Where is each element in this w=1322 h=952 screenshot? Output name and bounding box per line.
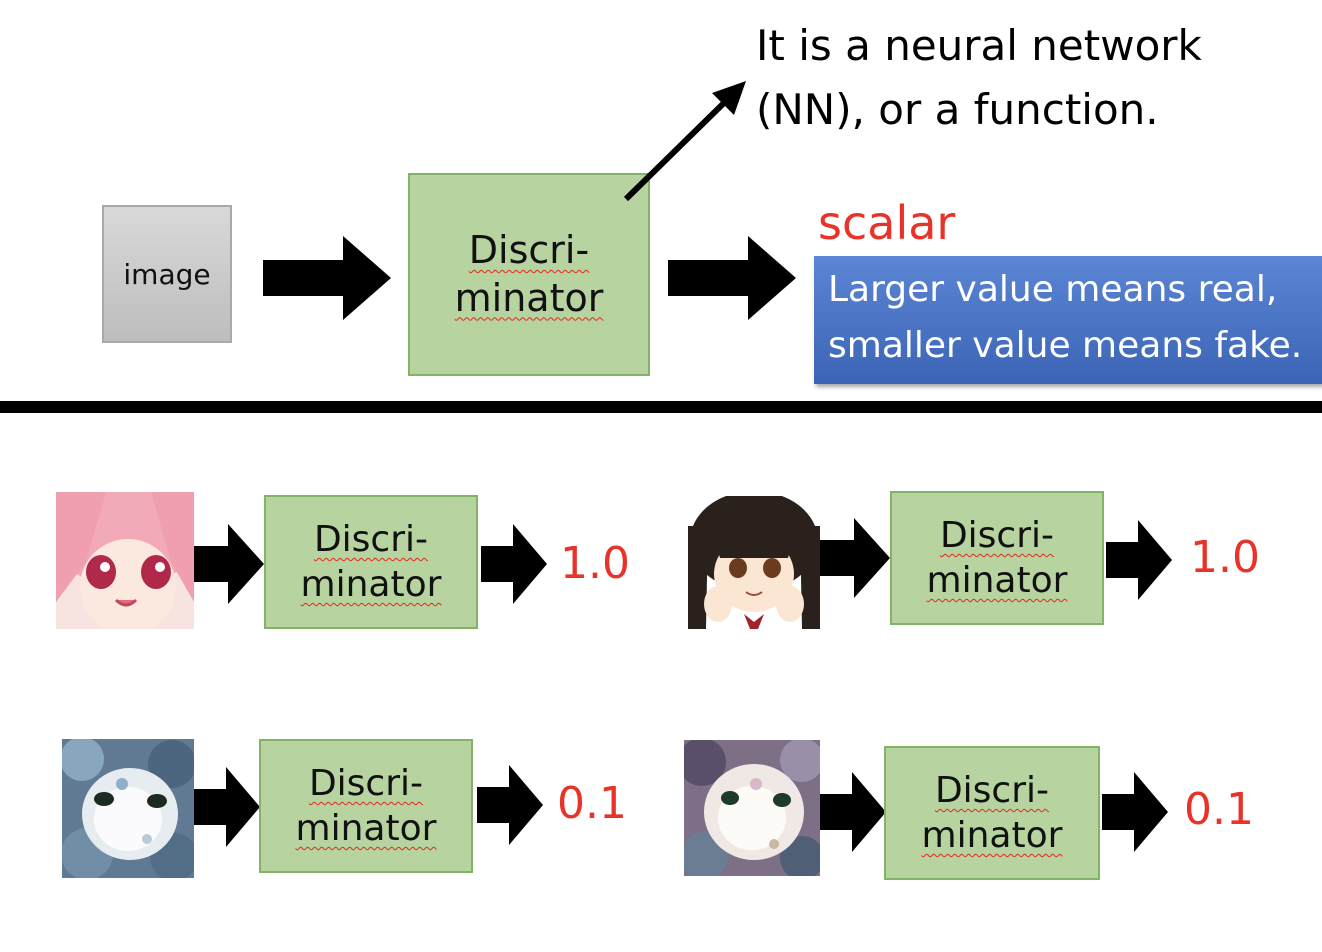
explanation-line-2: smaller value means fake. [828, 325, 1303, 366]
example-4-discriminator-line2: minator [921, 815, 1063, 856]
input-image-box: image [102, 205, 232, 343]
example-4-discriminator-line1: Discri- [934, 770, 1050, 811]
example-2-discriminator-line1: Discri- [939, 515, 1055, 556]
annotation-arrow [620, 75, 750, 205]
main-discriminator-box: Discri- minator [408, 173, 650, 376]
example-3-output-arrow [477, 765, 543, 845]
explanation-line-1: Larger value means real, [828, 269, 1278, 310]
generated-noisy-image-2 [684, 740, 820, 876]
input-image-label: image [123, 257, 211, 291]
example-1-discriminator-line2: minator [300, 564, 442, 605]
example-2-input-arrow [820, 518, 890, 598]
example-1-output-arrow [481, 524, 547, 604]
real-anime-face-image-2 [688, 496, 820, 629]
example-3-score: 0.1 [557, 778, 627, 829]
example-4-score: 0.1 [1184, 784, 1254, 835]
output-arrow [668, 236, 796, 320]
example-3-discriminator-line2: minator [295, 808, 437, 849]
example-2-score: 1.0 [1190, 532, 1260, 583]
input-arrow [263, 236, 391, 320]
generated-noisy-image-1 [62, 739, 194, 878]
scalar-label: scalar [818, 196, 956, 250]
annotation-note: It is a neural network (NN), or a functi… [756, 14, 1202, 142]
example-1-discriminator-box: Discri- minator [264, 495, 478, 629]
example-1-score: 1.0 [560, 538, 630, 589]
example-4-input-arrow [820, 772, 886, 852]
example-4-discriminator-box: Discri- minator [884, 746, 1100, 880]
example-3-input-arrow [194, 767, 260, 847]
example-2-output-arrow [1106, 520, 1172, 600]
example-1-discriminator-line1: Discri- [313, 519, 429, 560]
example-1-input-arrow [194, 524, 264, 604]
example-2-discriminator-box: Discri- minator [890, 491, 1104, 625]
example-3-discriminator-line1: Discri- [308, 763, 424, 804]
real-anime-face-image-1 [56, 492, 194, 629]
discriminator-label-line2: minator [454, 275, 604, 320]
note-line-1: It is a neural network [756, 21, 1202, 70]
example-2-discriminator-line2: minator [926, 560, 1068, 601]
section-divider [0, 401, 1322, 413]
example-3-discriminator-box: Discri- minator [259, 739, 473, 873]
explanation-box: Larger value means real, smaller value m… [814, 256, 1322, 384]
discriminator-label-line1: Discri- [468, 228, 590, 272]
example-4-output-arrow [1102, 772, 1168, 852]
note-line-2: (NN), or a function. [756, 85, 1159, 134]
